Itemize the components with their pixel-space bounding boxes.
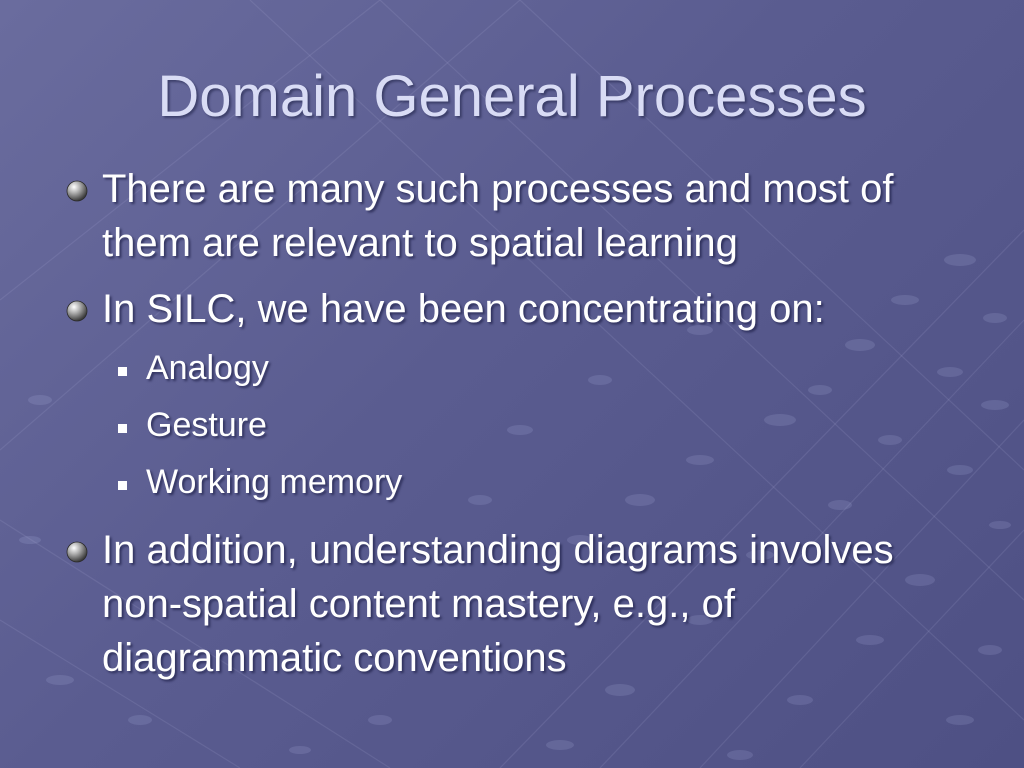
sphere-bullet-icon [66, 541, 88, 563]
sub-bullet-item-analogy: Analogy [112, 340, 982, 397]
bullet-item-3: In addition, understanding diagrams invo… [62, 523, 982, 685]
square-bullet-icon [118, 424, 127, 433]
sub-bullet-text: Gesture [146, 406, 267, 444]
sub-bullet-text: Analogy [146, 349, 269, 387]
slide-title: Domain General Processes [157, 64, 867, 129]
bullet-text: There are many such processes and most o… [102, 167, 894, 265]
sub-bullet-text: Working memory [146, 463, 403, 501]
sub-bullet-item-gesture: Gesture [112, 397, 982, 454]
sphere-bullet-icon [66, 180, 88, 202]
square-bullet-icon [118, 367, 127, 376]
sub-bullet-list: Analogy Gesture Working memory [112, 340, 982, 511]
sphere-bullet-icon [66, 300, 88, 322]
bullet-text: In SILC, we have been concentrating on: [102, 287, 825, 331]
square-bullet-icon [118, 481, 127, 490]
bullet-item-1: There are many such processes and most o… [62, 162, 982, 270]
bullet-item-2: In SILC, we have been concentrating on: [62, 282, 982, 336]
sub-bullet-item-working-memory: Working memory [112, 454, 982, 511]
bullet-text: In addition, understanding diagrams invo… [102, 528, 894, 680]
bullet-list: There are many such processes and most o… [62, 162, 982, 685]
